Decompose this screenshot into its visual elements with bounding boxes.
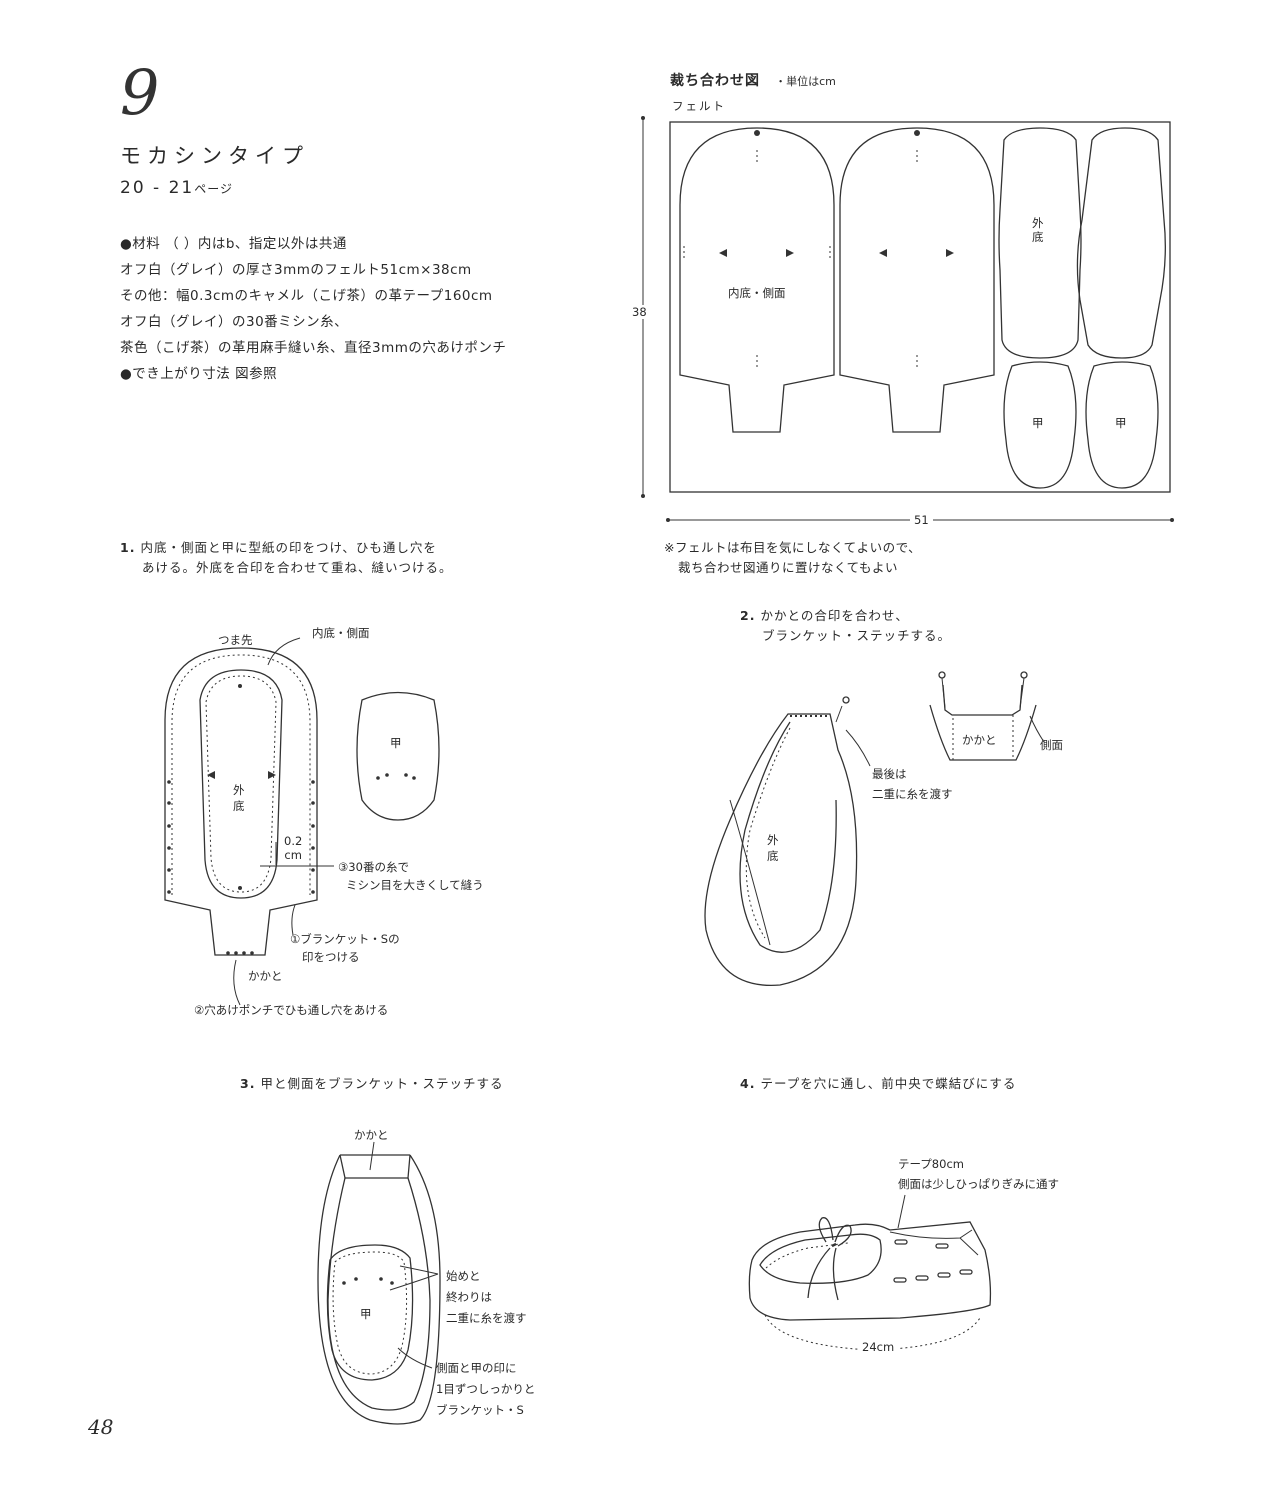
label-outsole-2: 底 [233,799,245,813]
label-heel: かかと [248,969,283,983]
step-1-instruction: 1. 内底・側面と甲に型紙の印をつけ、ひも通し穴を あける。外底を合印を合わせて… [120,538,453,578]
step-4-length: 24cm [858,1340,899,1354]
cutting-layout-title: 裁ち合わせ図 [670,73,760,89]
label-seam-margin-value: 0.2 [284,834,303,848]
step-3-label-top: 甲 [360,1307,372,1321]
label-toe: つま先 [218,633,253,647]
step-1-text: 内底・側面と甲に型紙の印をつけ、ひも通し穴を [140,540,437,555]
step-1-text-line2: あける。外底を合印を合わせて重ね、縫いつける。 [142,560,453,575]
label-seam-margin: 0.2 cm [284,834,302,862]
cutting-material-label: フェルト [672,99,726,113]
materials-line: ●材料 （ ）内はb、指定以外は共通 [120,236,347,252]
materials-line: ●でき上がり寸法 図参照 [120,366,278,382]
piece-label-top-1: 甲 [1032,416,1044,430]
page-reference-range: 20 - 21 [120,178,195,198]
label-insole-side: 内底・側面 [312,626,370,640]
pattern-number: 9 [120,56,160,129]
cutting-note: ※フェルトは布目を気にしなくてよいので、 裁ち合わせ図通りに置けなくてもよい [664,538,921,578]
step-2-text-line2: ブランケット・ステッチする。 [762,628,952,643]
step-3-instruction: 3. 甲と側面をブランケット・ステッチする [240,1074,503,1094]
step-1-number: 1. [120,540,136,555]
label-outsole-1: 外 [233,783,245,797]
cutting-note-line: 裁ち合わせ図通りに置けなくてもよい [678,560,899,575]
step-2-note-line: 最後は [872,767,907,781]
piece-label-top-2: 甲 [1115,416,1127,430]
step-3-note-start-end: 始めと 終わりは 二重に糸を渡す [446,1266,527,1329]
label-top-piece: 甲 [390,736,402,750]
step-4-number: 4. [740,1076,756,1091]
materials-list: ●材料 （ ）内はb、指定以外は共通 オフ白（グレイ）の厚さ3mmのフェルト51… [120,231,506,387]
step-4-instruction: 4. テープを穴に通し、前中央で蝶結びにする [740,1074,1016,1094]
note-punch-holes: ②穴あけポンチでひも通し穴をあける [194,1003,389,1017]
step-2-note-line: 二重に糸を渡す [872,787,953,801]
piece-label-outsole: 外 底 [1032,216,1044,244]
note-sew-machine-line: ミシン目を大きくして縫う [346,878,484,892]
step-2-instruction: 2. かかとの合印を合わせ、 ブランケット・ステッチする。 [740,606,951,646]
note-blanket-stitch-mark-line: ①ブランケット・Sの [290,932,400,946]
step-3-text: 甲と側面をブランケット・ステッチする [260,1076,504,1091]
step-3-note-line: 1目ずつしっかりと [436,1382,536,1396]
cutting-layout-unit: ・単位はcm [775,75,836,88]
step-4-note-line: テープ80cm [898,1157,964,1171]
piece-label-outsole-1: 外 [1032,216,1044,230]
dimension-height: 38 [632,305,647,319]
step-4-note-line: 側面は少しひっぱりぎみに通す [898,1177,1059,1191]
step-3-note-line: 終わりは [446,1290,492,1304]
step-3-note-line: ブランケット・S [436,1403,524,1417]
note-sew-machine: ③30番の糸で ミシン目を大きくして縫う [338,858,484,894]
page-reference: 20 - 21ページ [120,178,233,198]
step-2-label-side: 側面 [1040,738,1063,752]
piece-label-outsole-2: 底 [1032,230,1044,244]
step-3-note-line: 二重に糸を渡す [446,1311,527,1325]
pattern-title: モカシンタイプ [120,144,309,168]
page-number: 48 [88,1415,114,1439]
step-3-label-heel: かかと [354,1128,389,1142]
step-4-text: テープを穴に通し、前中央で蝶結びにする [760,1076,1017,1091]
materials-line: オフ白（グレイ）の厚さ3mmのフェルト51cm×38cm [120,262,472,278]
step-2-label-outsole-1: 外 [767,833,779,847]
materials-line: オフ白（グレイ）の30番ミシン糸、 [120,314,349,330]
dimension-width: 51 [910,513,933,527]
cutting-layout-heading: 裁ち合わせ図 ・単位はcm [670,70,836,90]
cutting-note-line: ※フェルトは布目を気にしなくてよいので、 [664,540,922,555]
piece-label-insole: 内底・側面 [728,286,786,300]
materials-line: その他：幅0.3cmのキャメル（こげ茶）の革テープ160cm [120,288,493,304]
page-reference-suffix: ページ [194,182,233,196]
step-2-label-outsole-2: 底 [767,849,779,863]
step-3-note-marks: 側面と甲の印に 1目ずつしっかりと ブランケット・S [436,1358,535,1421]
step-2-label-outsole: 外 底 [767,832,779,864]
step-3-note-line: 側面と甲の印に [436,1361,517,1375]
label-seam-margin-unit: cm [284,848,302,862]
step-2-number: 2. [740,608,756,623]
note-blanket-stitch-mark-line: 印をつける [302,950,360,964]
step-3-number: 3. [240,1076,256,1091]
materials-line: 茶色（こげ茶）の革用麻手縫い糸、直径3mmの穴あけポンチ [120,340,507,356]
step-2-text: かかとの合印を合わせ、 [760,608,909,623]
note-blanket-stitch-mark: ①ブランケット・Sの 印をつける [290,930,400,966]
note-sew-machine-line: ③30番の糸で [338,860,409,874]
step-3-note-line: 始めと [446,1269,481,1283]
label-outsole: 外 底 [233,782,245,814]
step-4-note: テープ80cm 側面は少しひっぱりぎみに通す [898,1154,1059,1194]
step-2-note: 最後は 二重に糸を渡す [872,764,953,804]
step-2-label-heel: かかと [962,733,997,747]
